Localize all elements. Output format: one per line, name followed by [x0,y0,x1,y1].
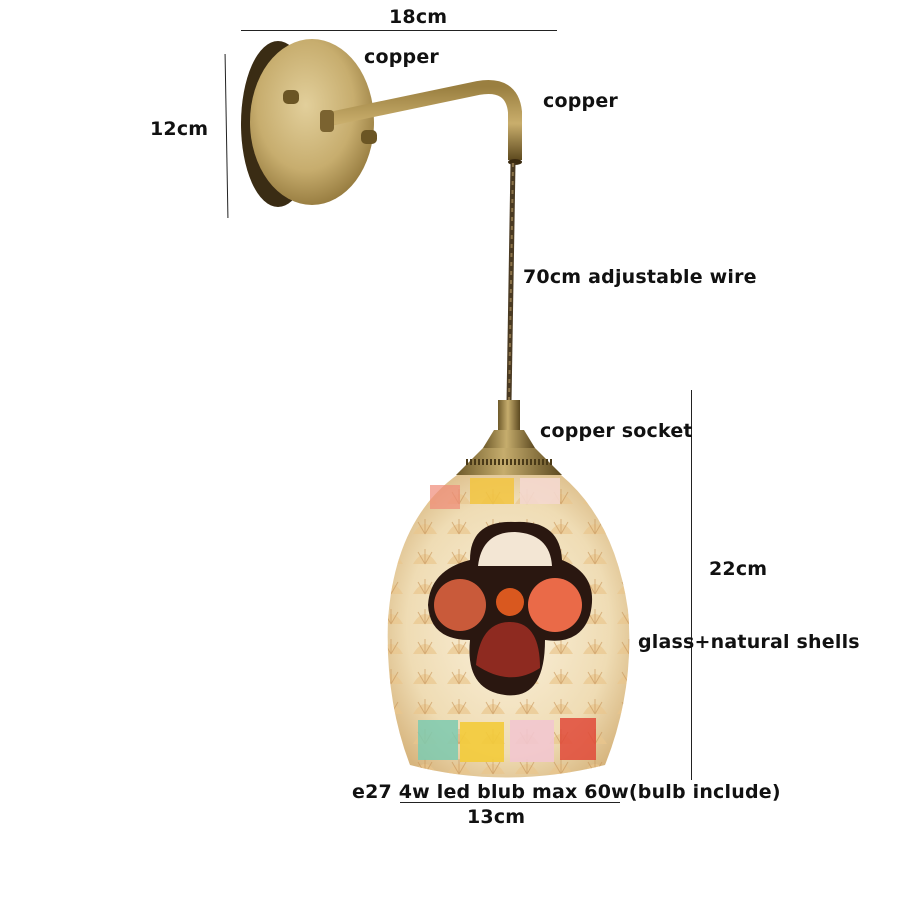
shade-width-label: 13cm [467,806,526,828]
shade-material-label: glass+natural shells [638,631,860,653]
width-label: 18cm [389,6,448,28]
arm-material-label: copper [543,90,618,112]
socket [456,400,562,475]
width-dimension-line [241,30,557,31]
shade-height-line [691,390,692,780]
glass-shade [387,475,630,778]
shade-width-line [400,802,620,803]
wire-label: 70cm adjustable wire [523,266,757,288]
backplate-material-label: copper [364,46,439,68]
backplate [241,39,377,207]
shell-flower [428,521,593,696]
backplate-height-label: 12cm [150,118,209,140]
wire [506,162,516,403]
shade-height-label: 22cm [709,558,768,580]
socket-label: copper socket [540,420,693,442]
bulb-label: e27 4w led blub max 60w(bulb include) [352,781,781,803]
